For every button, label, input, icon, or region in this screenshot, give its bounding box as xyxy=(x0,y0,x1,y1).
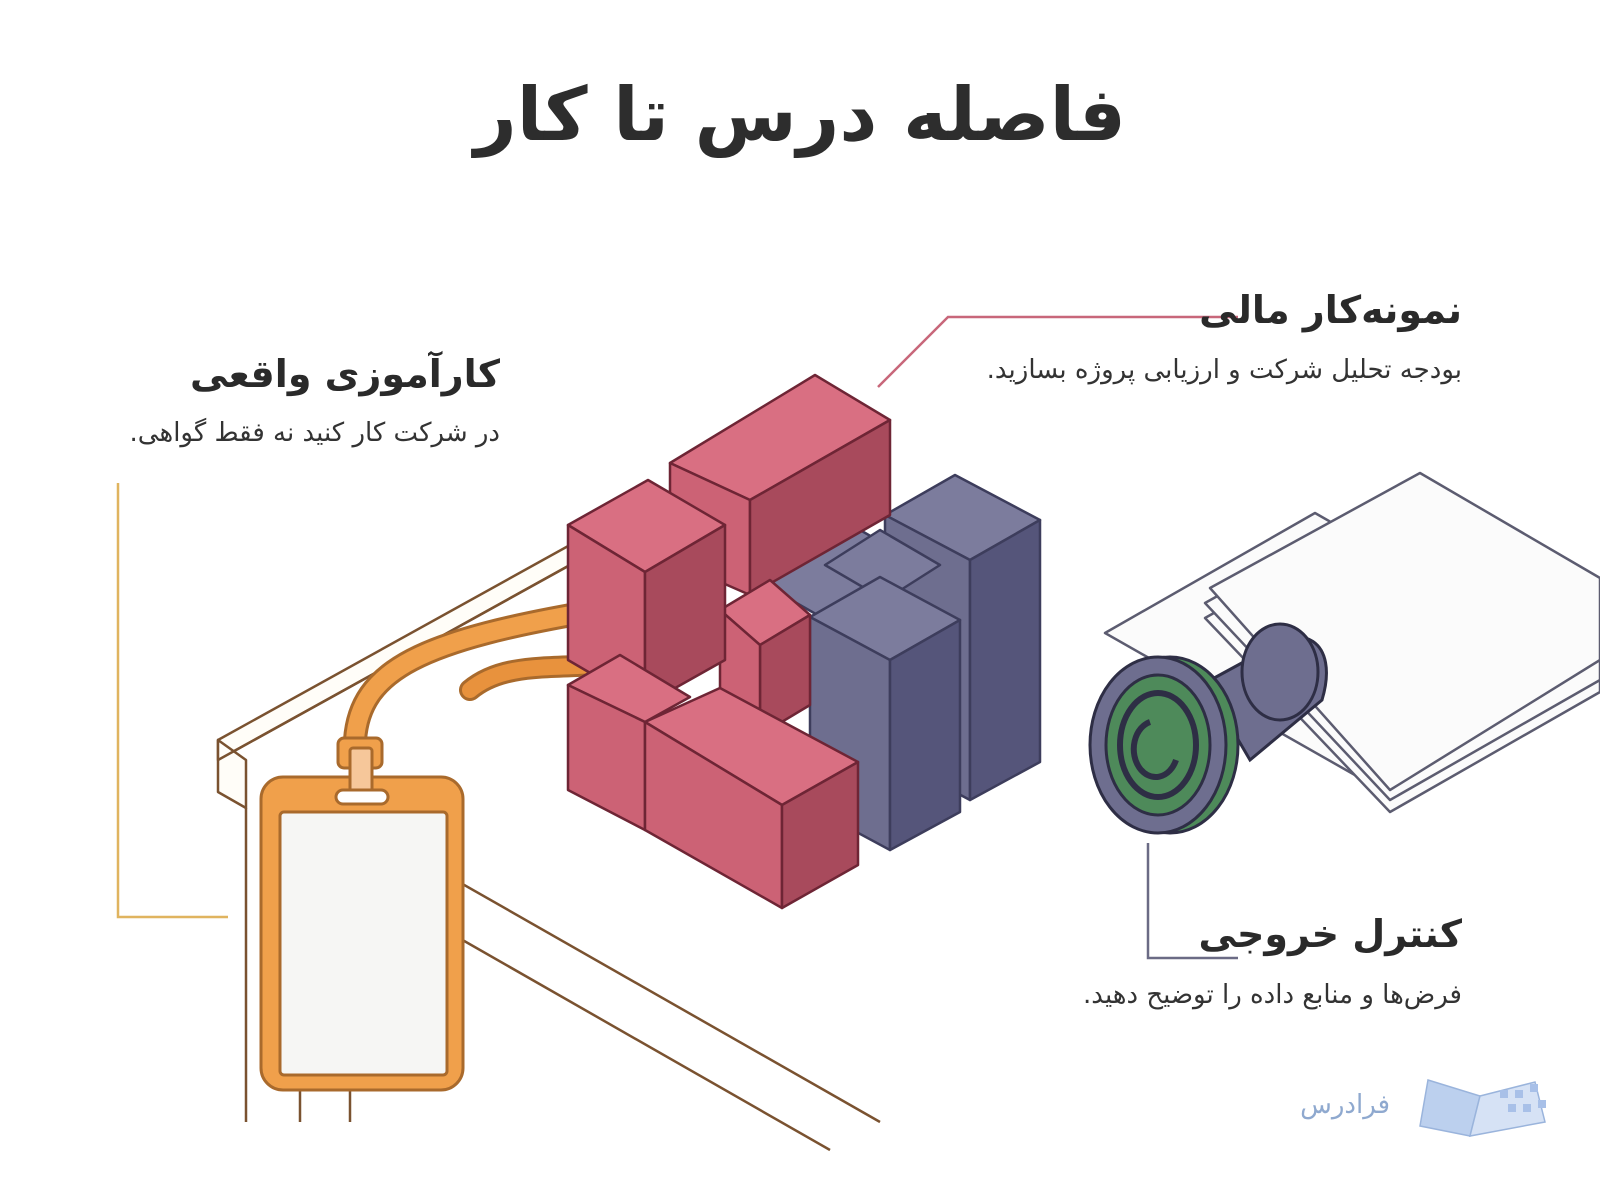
connector-line-internship xyxy=(116,483,228,919)
logo-book-icon xyxy=(1419,1079,1546,1137)
output-control-description: فرض‌ها و منابع داده را توضیح دهید. xyxy=(1083,980,1462,1010)
connector-line-financial xyxy=(877,315,1238,388)
id-badge xyxy=(259,736,465,1092)
internship-heading: کارآموزی واقعی xyxy=(190,352,500,396)
lanyard xyxy=(343,598,612,752)
output-control-heading: کنترل خروجی xyxy=(1198,912,1462,956)
financial-sample-description: بودجه تحلیل شرکت و ارزیابی پروژه بسازید. xyxy=(986,355,1462,385)
desk xyxy=(216,543,881,1152)
stamp xyxy=(1088,622,1328,835)
financial-sample-heading: نمونه‌کار مالی xyxy=(1199,288,1462,332)
internship-description: در شرکت کار کنید نه فقط گواهی. xyxy=(129,418,500,448)
page-title: فاصله درس تا کار xyxy=(474,72,1126,158)
paper-stack xyxy=(1103,471,1600,814)
red-blocks xyxy=(566,373,892,910)
connector-line-output xyxy=(1146,843,1238,960)
logo-text: فرادرس xyxy=(1300,1090,1390,1120)
